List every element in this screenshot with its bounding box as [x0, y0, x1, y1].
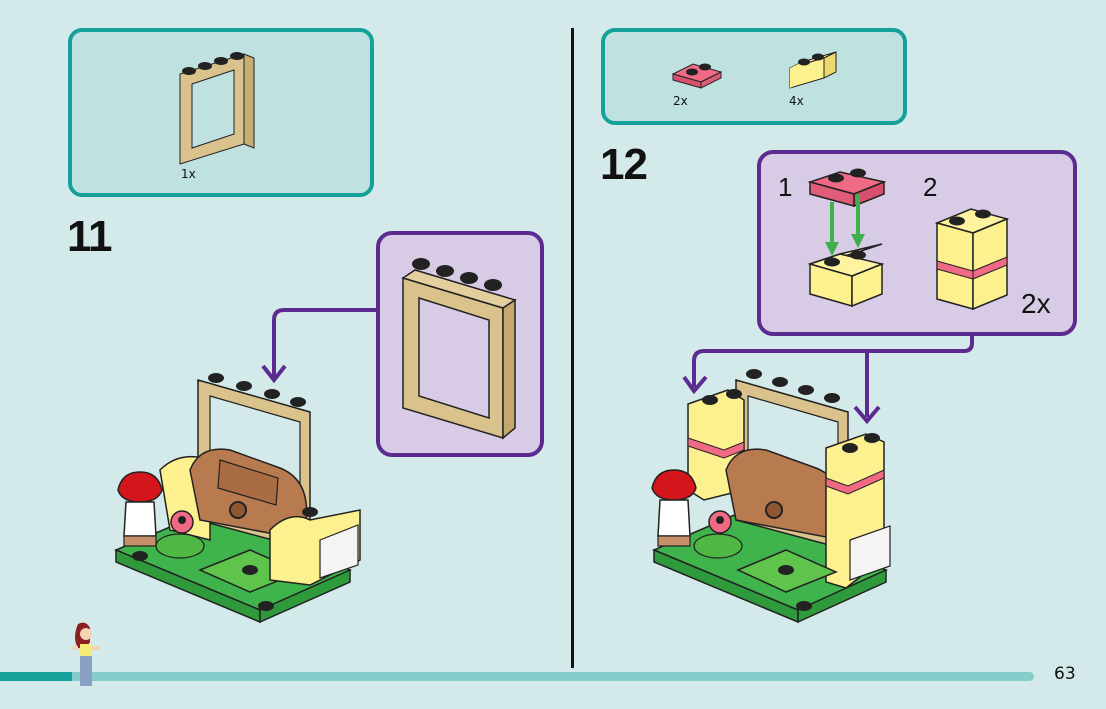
progress-bar-track — [0, 672, 1034, 681]
yellow-brick-part-icon — [789, 51, 837, 89]
window-frame-part-icon — [179, 52, 255, 165]
substep-1-illustration — [807, 168, 887, 308]
step-12-callout — [757, 150, 1077, 336]
progress-bar-fill — [0, 672, 73, 681]
substep-2-illustration — [934, 208, 1010, 311]
part-quantity: 2x — [673, 94, 688, 108]
part-quantity: 4x — [789, 94, 804, 108]
step-11-model-illustration — [114, 373, 361, 624]
part-quantity: 1x — [181, 167, 196, 181]
step-divider — [571, 28, 574, 668]
step-number: 11 — [67, 212, 113, 261]
window-frame-callout-icon — [401, 258, 517, 440]
substep-number: 2 — [923, 172, 938, 202]
placement-arrows — [682, 335, 974, 425]
pink-plate-part-icon — [671, 63, 723, 89]
callout-multiplier: 2x — [1021, 288, 1051, 319]
step-number: 12 — [600, 140, 648, 189]
minifigure-icon — [72, 622, 100, 686]
step-12-parts-box — [601, 28, 907, 125]
placement-arrow — [261, 308, 376, 384]
step-12-model-illustration — [651, 369, 891, 624]
substep-number: 1 — [778, 172, 793, 202]
page-number: 63 — [1054, 664, 1076, 684]
